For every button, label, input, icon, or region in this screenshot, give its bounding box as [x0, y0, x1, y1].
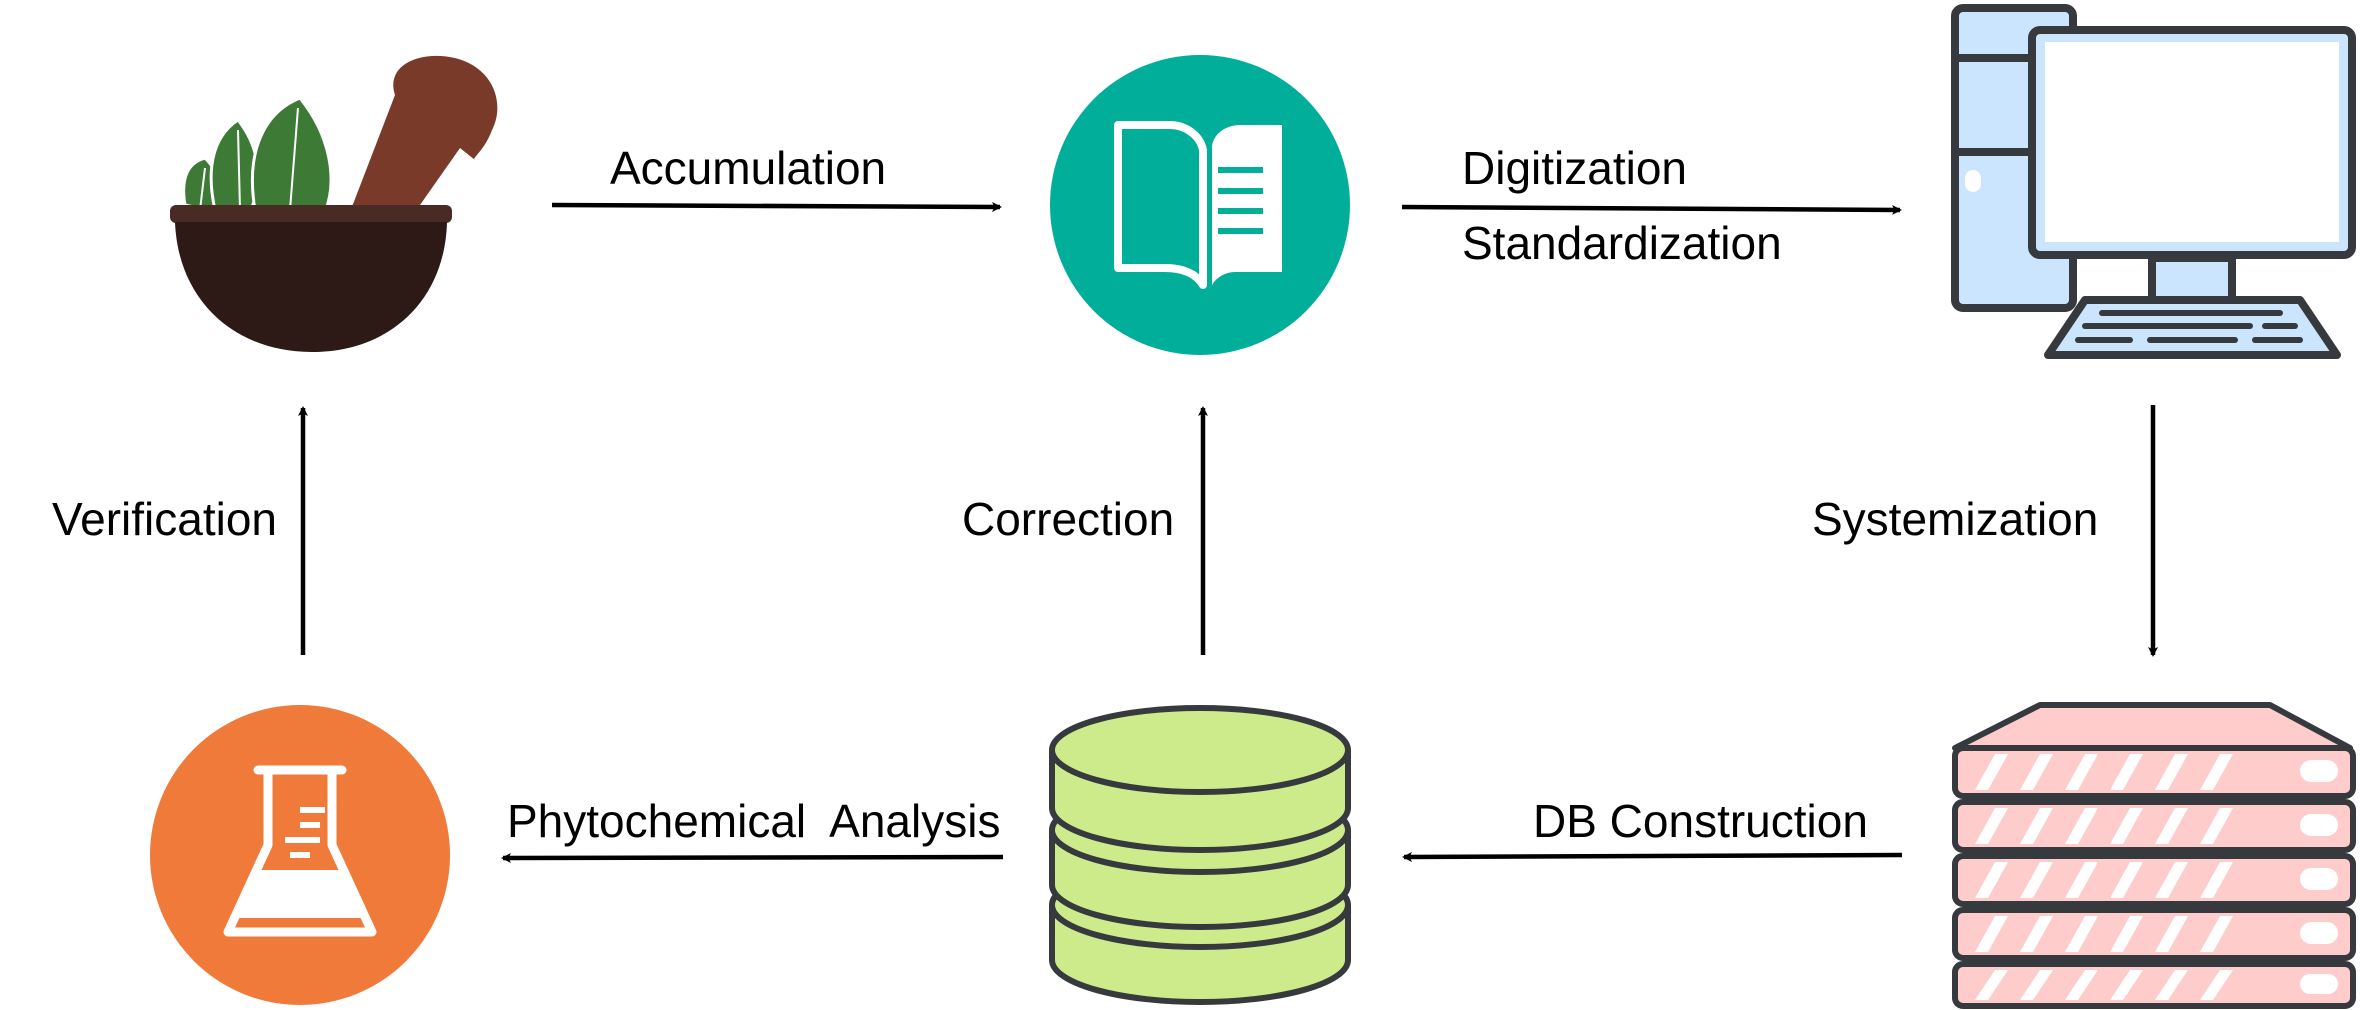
server-rack-icon: [1952, 702, 2356, 1009]
arrow-db-construction: [1402, 851, 1903, 862]
label-db-construction: DB Construction: [1533, 795, 1868, 847]
arrow-phytochemical-analysis: [501, 852, 1004, 863]
label-phytochemical-analysis: Phytochemical Analysis: [507, 795, 1001, 847]
database-icon: [1049, 705, 1351, 1005]
label-digitization: Digitization: [1462, 142, 1687, 194]
mortar-pestle-herb-icon: [170, 55, 498, 352]
label-correction: Correction: [962, 493, 1175, 545]
desktop-computer-icon: [1951, 4, 2356, 359]
flask-icon: [150, 705, 450, 1005]
arrow-accumulation: [551, 201, 1002, 212]
open-book-icon: [1050, 55, 1350, 355]
arrow-digitization: [1401, 204, 1902, 215]
label-accumulation: Accumulation: [610, 142, 887, 194]
label-systemization: Systemization: [1812, 493, 2099, 545]
label-verification: Verification: [52, 493, 278, 545]
label-standardization: Standardization: [1462, 217, 1782, 269]
